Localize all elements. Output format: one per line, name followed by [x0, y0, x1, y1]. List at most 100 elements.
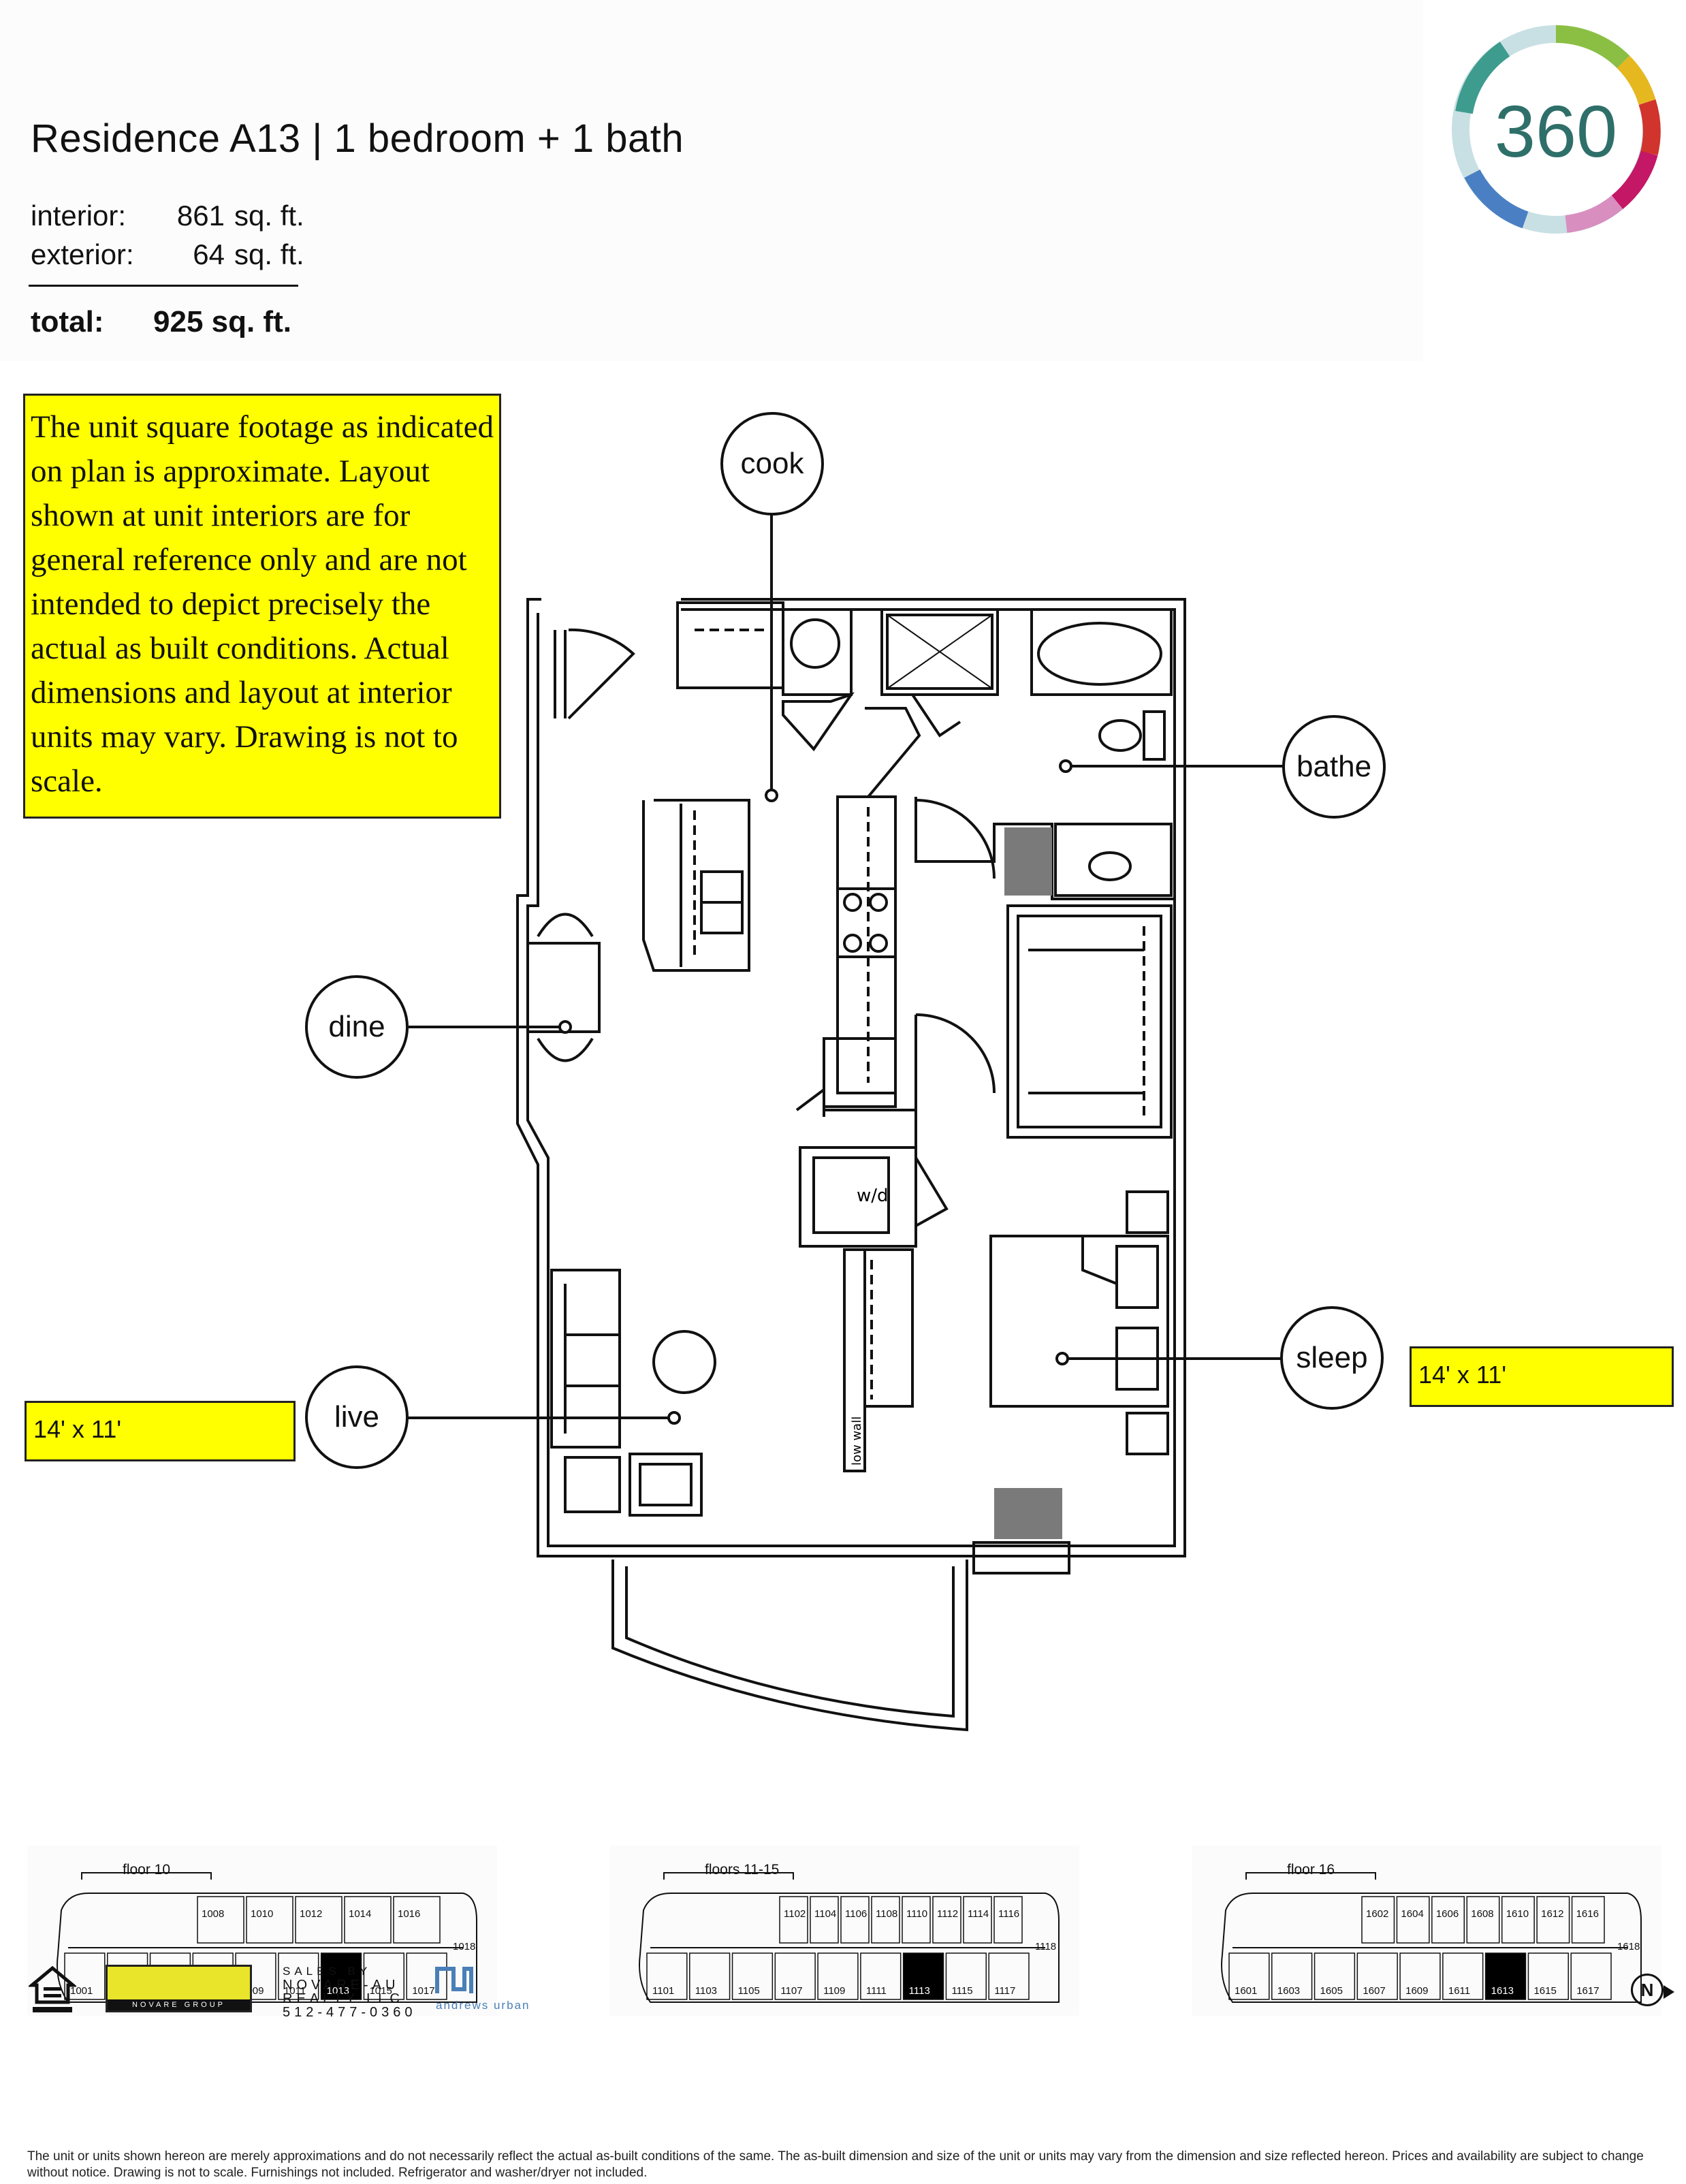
room-bubble-dine: dine: [305, 975, 409, 1079]
exterior-unit: sq. ft.: [234, 238, 304, 270]
key-unit-top: [197, 1896, 244, 1944]
key-unit-label: 1116: [998, 1908, 1020, 1920]
key-unit-label-highlight: 1613: [1491, 1985, 1514, 1997]
interior-unit: sq. ft.: [234, 200, 304, 232]
key-unit-label: 1109: [823, 1985, 846, 1997]
key-unit-label: 1012: [300, 1908, 323, 1920]
key-unit-label-highlight: 1113: [908, 1985, 930, 1997]
key-unit-top: [1431, 1896, 1465, 1944]
key-unit-bottom: [988, 1952, 1030, 2000]
north-label: N: [1640, 1979, 1654, 2000]
header-panel: [0, 0, 1423, 361]
key-unit-label: 1016: [398, 1908, 421, 1920]
total-area: total:925 sq. ft.: [31, 305, 291, 339]
key-unit-top: [1466, 1896, 1500, 1944]
vanity-cabinet: [1004, 827, 1052, 896]
logo-360: 360: [1452, 25, 1661, 234]
room-leaders: [407, 509, 1284, 1425]
room-bubble-cook: cook: [720, 412, 824, 516]
building-outline: [1221, 1893, 1642, 2003]
key-unit-bottom: [1356, 1952, 1398, 2000]
sales-line-1: SALES BY: [283, 1965, 372, 1978]
key-unit-bottom: [1442, 1952, 1484, 2000]
key-unit-label: 1102: [784, 1908, 806, 1920]
novare-logo-text: NOVARE GROUP: [108, 1999, 250, 2010]
key-unit-bottom: [817, 1952, 859, 2000]
key-unit-label: 1617: [1576, 1985, 1600, 1997]
key-plan-outline: [1221, 1872, 1642, 2003]
key-unit-label-end: 1118: [1035, 1941, 1057, 1952]
sleep-dimension-tag: 14' x 11': [1410, 1346, 1674, 1407]
key-unit-label: 1101: [652, 1985, 675, 1997]
exterior-area: exterior: 64 sq. ft.: [31, 238, 304, 271]
exterior-label: exterior:: [31, 238, 134, 270]
title-bracket: [81, 1872, 212, 1880]
key-unit-label: 1612: [1541, 1908, 1564, 1920]
key-unit-top: [871, 1896, 900, 1944]
disclaimer-box: The unit square footage as indicated on …: [23, 394, 501, 819]
key-unit-bottom: [363, 1952, 404, 2000]
total-value: 925 sq. ft.: [153, 305, 291, 338]
key-plan: floor 1010081010101210141016100110031005…: [27, 1846, 497, 2016]
room-bubble-sleep: sleep: [1280, 1306, 1384, 1410]
building-outline: [639, 1893, 1060, 2003]
key-unit-top: [840, 1896, 870, 1944]
key-unit-top: [932, 1896, 961, 1944]
key-unit-label: 1606: [1435, 1908, 1459, 1920]
key-unit-label: 1103: [695, 1985, 718, 1997]
key-unit-label-end: 1018: [453, 1941, 476, 1952]
key-unit-label: 1604: [1401, 1908, 1424, 1920]
key-plan-title: floors 11-15: [705, 1862, 780, 1878]
key-unit-top: [1361, 1896, 1395, 1944]
key-unit-top: [963, 1896, 992, 1944]
exterior-value: 64: [193, 238, 225, 270]
key-unit-highlight: [902, 1952, 944, 2000]
andrews-urban-text: andrews urban: [436, 1999, 530, 2012]
key-unit-top: [344, 1896, 392, 1944]
key-unit-label: 1106: [845, 1908, 868, 1920]
washer-dryer-label: w/d: [857, 1186, 889, 1206]
total-divider: [29, 285, 298, 287]
key-unit-bottom: [1271, 1952, 1313, 2000]
key-unit-label: 1610: [1506, 1908, 1529, 1920]
key-unit-label: 1603: [1277, 1985, 1301, 1997]
sales-line-4: 512-477-0360: [283, 2005, 417, 2020]
title-bracket: [1245, 1872, 1376, 1880]
key-unit-label: 1611: [1448, 1985, 1471, 1997]
novare-logo-mark: [108, 1967, 250, 1999]
key-unit-bottom: [689, 1952, 731, 2000]
room-bubble-bathe: bathe: [1282, 715, 1386, 819]
north-arrow-head-icon: [1664, 1985, 1674, 1999]
key-unit-label: 1609: [1405, 1985, 1429, 1997]
key-unit-label: 1008: [202, 1908, 225, 1920]
key-unit-label: 1607: [1363, 1985, 1386, 1997]
key-unit-top: [779, 1896, 808, 1944]
key-unit-bottom: [1399, 1952, 1441, 2000]
key-unit-highlight: [1484, 1952, 1527, 2000]
key-unit-top: [1396, 1896, 1430, 1944]
key-unit-label-highlight: 1013: [326, 1985, 350, 1997]
key-unit-label: 1108: [876, 1908, 898, 1920]
key-unit-top: [393, 1896, 441, 1944]
key-unit-top: [1536, 1896, 1570, 1944]
title-bracket: [663, 1872, 794, 1880]
andrews-urban-icon: [435, 1967, 473, 1993]
key-unit-bottom: [731, 1952, 774, 2000]
equal-housing-icon: [29, 1965, 76, 2012]
key-plan-title: floor 10: [123, 1862, 171, 1878]
key-unit-label: 1107: [780, 1985, 803, 1997]
key-unit-top: [902, 1896, 931, 1944]
key-unit-label: 1105: [737, 1985, 760, 1997]
key-unit-top: [1501, 1896, 1535, 1944]
key-unit-highlight: [320, 1952, 362, 2000]
room-bubble-live: live: [305, 1365, 409, 1469]
interior-label: interior:: [31, 200, 127, 232]
key-plan-outline: [639, 1872, 1060, 2003]
key-unit-label: 1111: [865, 1985, 887, 1997]
key-unit-label: 1104: [814, 1908, 837, 1920]
key-unit-top: [295, 1896, 343, 1944]
key-unit-bottom: [1527, 1952, 1569, 2000]
